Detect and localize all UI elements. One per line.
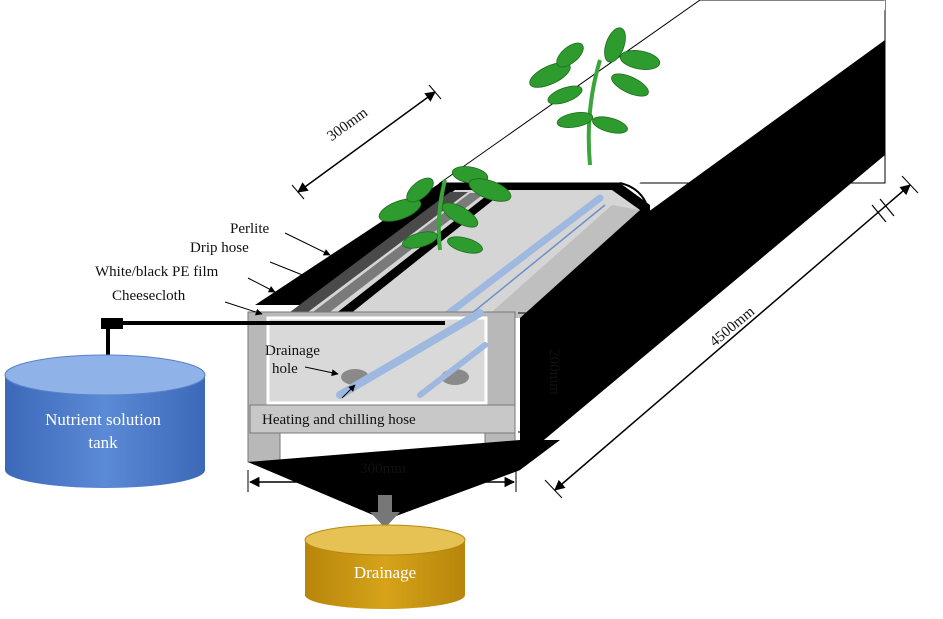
tank-label-line1: Nutrient solution [45, 410, 161, 429]
plant-front [378, 166, 512, 254]
top-width-label: 300mm [324, 105, 371, 145]
nutrient-solution-tank: Nutrient solution tank [4, 354, 206, 488]
plant-back [529, 27, 661, 166]
heating-hose-label: Heating and chilling hose [262, 412, 416, 428]
cheesecloth-label: Cheesecloth [112, 288, 186, 304]
tank-label-line2: tank [88, 433, 118, 452]
dimension-bottom-width: 300mm [247, 461, 517, 492]
growing-bed [247, 0, 886, 520]
height-label: 200mm [546, 349, 562, 395]
layer-labels: Perlite Drip hose White/black PE film Ch… [95, 221, 416, 428]
pe-film-label: White/black PE film [95, 264, 219, 280]
length-label: 4500mm [707, 303, 758, 350]
bottom-width-label: 300mm [360, 461, 406, 477]
drainage-hole-label-line2: hole [272, 361, 298, 377]
drip-hose-label: Drip hose [190, 240, 249, 256]
drainage-tank: Drainage [304, 495, 466, 609]
perlite-label: Perlite [230, 221, 269, 237]
drainage-label: Drainage [354, 563, 416, 582]
drainage-hole-label-line1: Drainage [265, 343, 320, 359]
